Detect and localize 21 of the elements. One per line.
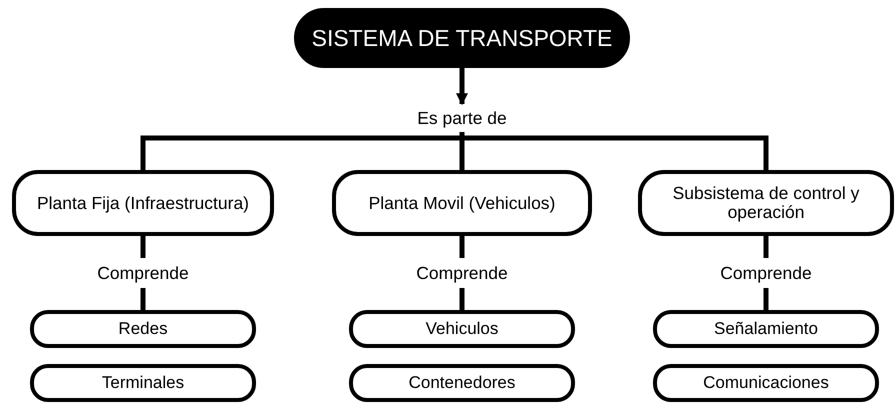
category-box: Subsistema de control y operación (638, 170, 894, 236)
connector-text: Comprende (402, 258, 522, 288)
item-box: Vehiculos (349, 310, 575, 348)
item-box: Comunicaciones (653, 364, 879, 402)
item-box: Redes (30, 310, 256, 348)
connector-line (460, 236, 464, 258)
connector-text: Es parte de (397, 104, 527, 132)
connector-line (460, 288, 464, 310)
title-pill: SISTEMA DE TRANSPORTE (294, 8, 630, 68)
category-box: Planta Fija (Infraestructura) (12, 170, 274, 236)
connector-line (140, 288, 146, 310)
item-box: Señalamiento (653, 310, 879, 348)
category-box: Planta Movil (Vehiculos) (332, 170, 592, 236)
item-box: Contenedores (349, 364, 575, 402)
item-box: Terminales (30, 364, 256, 402)
connector-line (764, 288, 768, 310)
connector-line (140, 236, 146, 258)
connector-text: Comprende (83, 258, 203, 288)
connector-line (764, 236, 768, 258)
connector-text: Comprende (706, 258, 826, 288)
arrow (456, 68, 468, 106)
